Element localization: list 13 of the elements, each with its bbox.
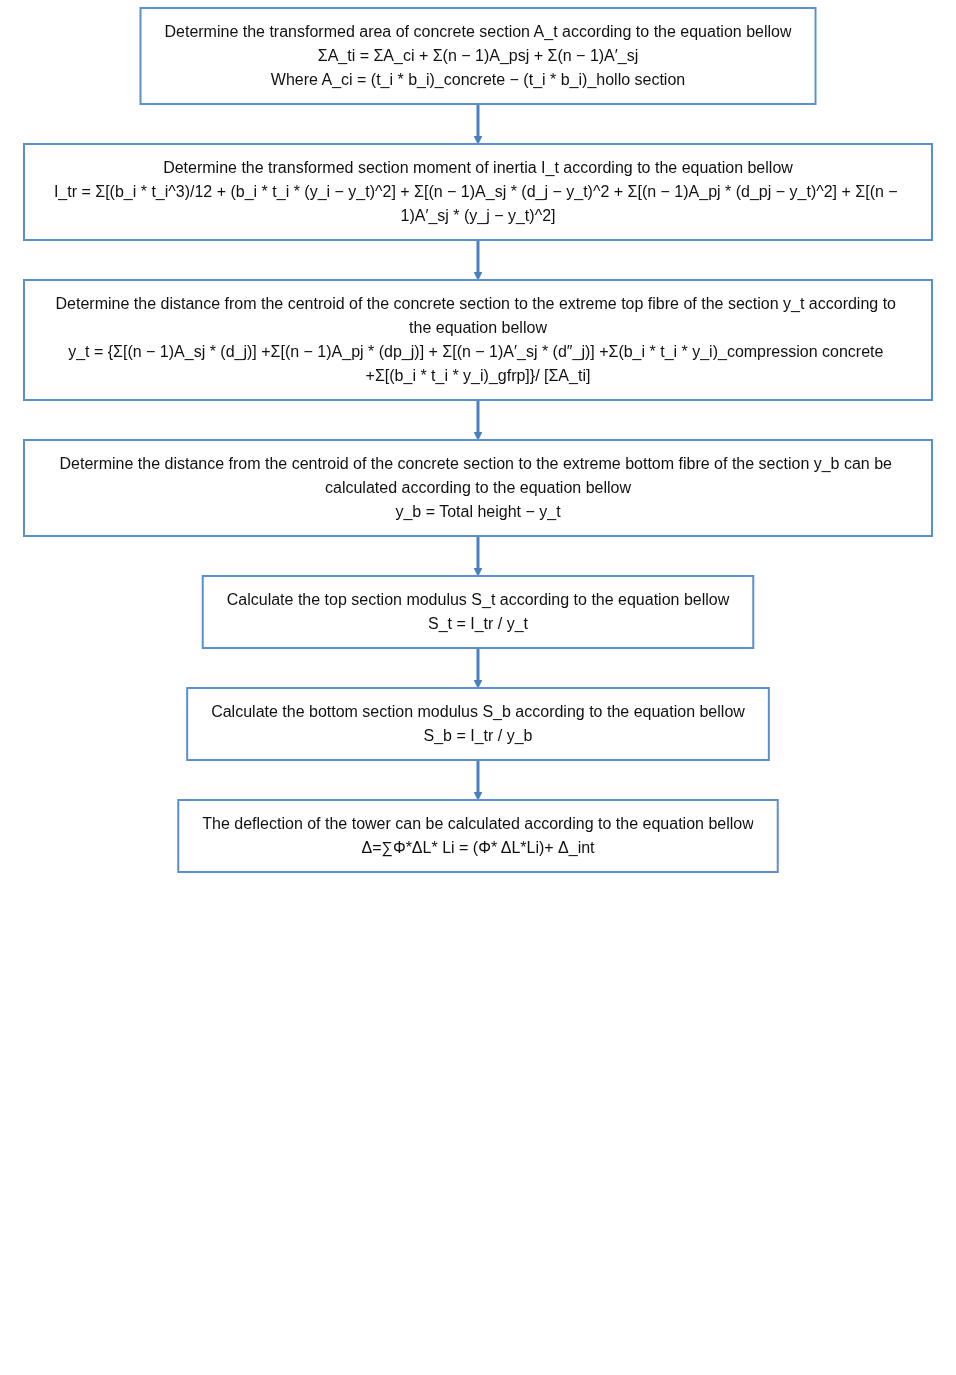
arrow [473, 400, 483, 441]
node-box: Determine the distance from the centroid of the concrete section to the extreme bottom fibre of the section y_b can be calculated according to the equation bellow y_b = Total height − y_t [23, 439, 933, 537]
arrow [473, 760, 483, 801]
node-box: Determine the transformed section moment of inertia I_t according to the equation bellow I_tr = Σ[(b_i * t_i^3)/12 + (b_i * t_i * (y_i − y_t)^2] + Σ[(n − 1)A_sj * (d_j − y_t)^2 + Σ[(n − 1)A_pj * (d_pj − y_t)^2] + Σ[(n − 1)A′_sj * (y_j − y_t)^2] [23, 143, 933, 241]
node-box: Determine the transformed area of concrete section A_t according to the equation bellow ΣA_ti = ΣA_ci + Σ(n − 1)A_psj + Σ(n − 1)A′_sj Where A_ci = (t_i * b_i)_concrete − (t_i * b_i)_hollo section [139, 7, 817, 105]
arrow [473, 648, 483, 689]
node-box: Determine the distance from the centroid of the concrete section to the extreme top fibre of the section y_t according to the equation bellow y_t = {Σ[(n − 1)A_sj * (d_j)] +Σ[(n − 1)A_pj * (dp_j)] + Σ[(n − 1)A′_sj * (d″_j)] +Σ(b_i * t_i * y_i)_compression concrete +Σ[(b_i * t_i * y_i)_gfrp]}/ [ΣA_ti] [23, 279, 933, 401]
node-box: Calculate the bottom section modulus S_b according to the equation bellow S_b = I_tr / y_b [186, 687, 770, 761]
node-box: Calculate the top section modulus S_t according to the equation bellow S_t = I_tr / y_t [201, 575, 755, 649]
arrow [473, 536, 483, 577]
node-box: The deflection of the tower can be calculated according to the equation bellow Δ=∑Φ*ΔL* Li = (Φ* ΔL*Li)+ Δ_int [177, 799, 779, 873]
arrow [473, 240, 483, 281]
arrow [473, 104, 483, 145]
